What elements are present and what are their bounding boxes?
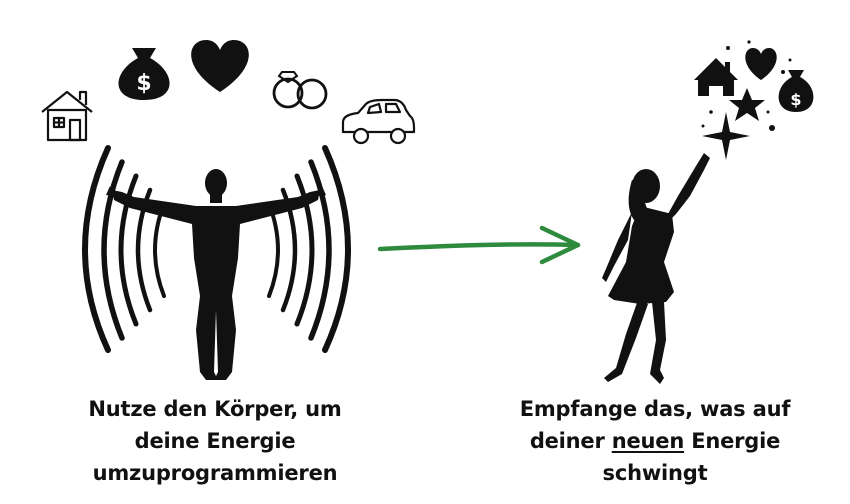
caption-right-line2-after: Energie (684, 429, 781, 453)
woman-silhouette (602, 153, 710, 384)
transition-arrow (377, 225, 581, 265)
caption-right: Empfange das, was auf deiner neuen Energ… (490, 393, 820, 489)
man-silhouette (106, 169, 326, 380)
house-outline-icon (41, 90, 93, 142)
caption-left-line3: umzuprogrammieren (92, 461, 338, 485)
caption-right-line1: Empfange das, was auf (519, 397, 791, 421)
energy-waves-right (267, 145, 351, 353)
car-icon (341, 98, 416, 145)
sparkle-icon (702, 112, 750, 160)
caption-left-line1: Nutze den Körper, um (88, 397, 342, 421)
heart-small-icon (745, 48, 777, 80)
rings-icon (272, 71, 328, 110)
caption-right-line2-before: deiner (529, 429, 612, 453)
caption-right-line2: deiner neuen Energie (490, 425, 820, 457)
money-bag-icon: $ (118, 48, 170, 100)
underlined-word: neuen (611, 429, 685, 453)
energy-waves-left (82, 145, 166, 353)
money-bag-small-icon: $ (778, 70, 814, 112)
heart-icon (191, 40, 249, 92)
dots-decoration (701, 40, 792, 131)
caption-left: Nutze den Körper, um deine Energie umzup… (60, 393, 370, 489)
caption-right-line3: schwingt (602, 461, 708, 485)
star-icon (729, 88, 765, 121)
caption-left-line2: deine Energie (134, 429, 296, 453)
house-filled-icon (694, 58, 738, 96)
svg-text:$: $ (136, 71, 151, 96)
svg-text:$: $ (790, 90, 801, 109)
